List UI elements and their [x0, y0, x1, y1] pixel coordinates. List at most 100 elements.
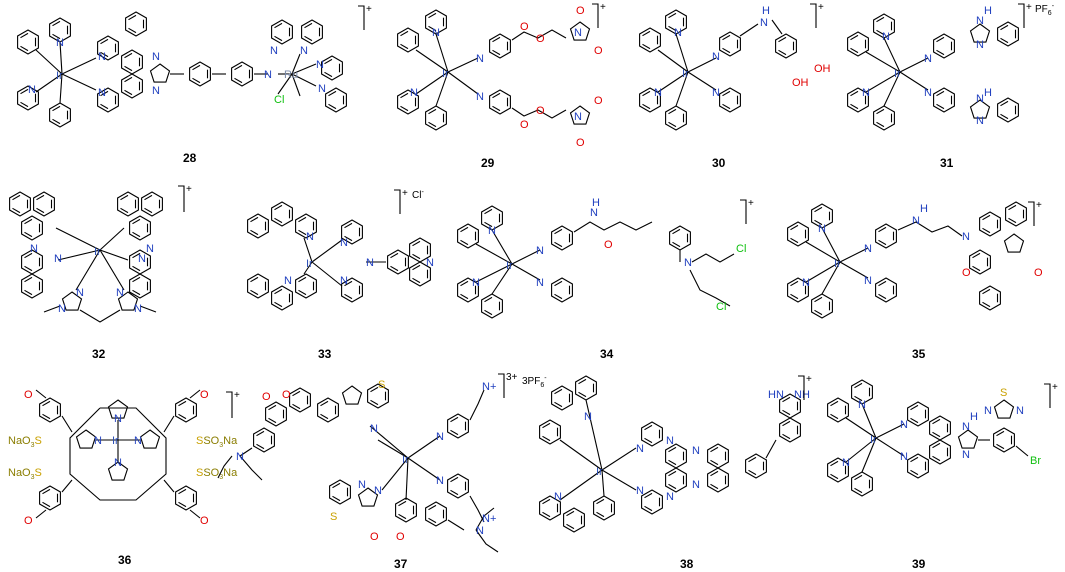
n-atom: N — [984, 405, 992, 417]
n-atom: N — [636, 443, 644, 455]
o-atom: O — [200, 515, 209, 527]
n-atom: N — [488, 225, 496, 237]
n-atom: N — [924, 87, 932, 99]
n-atom: N — [864, 243, 872, 255]
nh-n: N — [760, 17, 768, 29]
counterion: Cl- — [412, 189, 424, 201]
o-atom: O — [200, 389, 209, 401]
oh-group: OH — [814, 63, 831, 75]
o-atom: O — [262, 391, 271, 403]
counterion: PF6- — [1035, 3, 1055, 17]
charge: + — [1026, 2, 1032, 13]
sulfonate-group: SSO3Na — [196, 467, 238, 481]
ir-center: Ir — [596, 466, 603, 478]
cl-atom: Cl — [716, 301, 726, 313]
charge: + — [806, 374, 812, 385]
compound-label: 38 — [680, 557, 694, 571]
s-atom: S — [1000, 387, 1007, 399]
ir-center: Ir — [402, 454, 409, 466]
n-atom: N — [712, 51, 720, 63]
compound-36: N N N N Ir O O O O NaO3S SSO3Na NaO3S SS… — [8, 389, 240, 567]
n-atom: N — [340, 237, 348, 249]
compound-label: 32 — [92, 347, 106, 361]
n-atom: N — [152, 51, 160, 63]
n-atom: N — [684, 257, 692, 269]
n-atom: N — [284, 275, 292, 287]
compound-37: S N O O N Ir N N N N N+ N+ S N O O 3+ 3P… — [217, 372, 547, 571]
n-atom: N — [98, 87, 106, 99]
n-atom: N — [30, 243, 38, 255]
compound-33: N N Ir N N N N + Cl- 33 — [247, 188, 434, 361]
compound-30: N N Ir N N H N OH OH + 30 — [639, 2, 831, 170]
n-atom: N — [316, 59, 324, 71]
n-atom: N — [962, 449, 970, 461]
n-atom: N — [666, 491, 674, 503]
n-atom: N — [692, 445, 700, 457]
ir-center: Ir — [506, 260, 513, 272]
compound-label: 31 — [940, 156, 954, 170]
o-atom: O — [396, 531, 405, 543]
sulfonate-group: SSO3Na — [196, 435, 238, 449]
nh-n: N — [912, 215, 920, 227]
n-atom: N — [666, 435, 674, 447]
s-atom: S — [378, 379, 385, 391]
nh-h: H — [768, 389, 776, 401]
ir-center: Ir — [834, 258, 841, 270]
n-atom: N — [152, 85, 160, 97]
ru-center: Ru — [284, 69, 298, 81]
compound-32: N N N N Ir N N N N + 32 — [9, 184, 192, 361]
ir-center: Ir — [870, 434, 877, 446]
n-atom: N — [56, 37, 64, 49]
n-atom: N — [436, 431, 444, 443]
n-atom: N — [976, 115, 984, 127]
n-atom: N — [94, 435, 102, 447]
quaternary-n: N+ — [482, 381, 496, 393]
nh-h: H — [984, 87, 992, 99]
n-atom: N — [692, 479, 700, 491]
n-atom: N — [862, 87, 870, 99]
o-atom: O — [576, 5, 585, 17]
o-atom: O — [576, 137, 585, 149]
nh-n: N — [962, 421, 970, 433]
n-atom: N — [536, 277, 544, 289]
n-atom: N — [270, 45, 278, 57]
n-atom: N — [114, 457, 122, 469]
cl-atom: Cl — [274, 94, 284, 106]
n-atom: N — [318, 83, 326, 95]
o-atom: O — [24, 389, 33, 401]
n-atom: N — [236, 451, 244, 463]
compound-label: 34 — [600, 347, 614, 361]
n-atom: N — [138, 253, 146, 265]
n-atom: N — [370, 423, 378, 435]
nh-h: H — [592, 197, 600, 209]
nh-h: H — [970, 411, 978, 423]
nh-n: N — [776, 389, 784, 401]
n-atom: N — [146, 243, 154, 255]
n-atom: N — [436, 475, 444, 487]
n-atom: N — [410, 87, 418, 99]
cl-atom: Cl — [736, 243, 746, 255]
compound-35: N N Ir N N H N N O O + 35 — [787, 200, 1043, 361]
nh-h: H — [920, 203, 928, 215]
n-atom: N — [674, 27, 682, 39]
n-atom: N — [98, 51, 106, 63]
charge: + — [366, 4, 372, 15]
n-atom: N — [476, 525, 484, 537]
quaternary-n: N+ — [482, 513, 496, 525]
n-atom: N — [54, 253, 62, 265]
n-atom: N — [300, 45, 308, 57]
n-atom: N — [264, 69, 272, 81]
nh-h: H — [762, 5, 770, 17]
compound-label: 28 — [183, 151, 197, 165]
n-atom: N — [134, 435, 142, 447]
nh-h: H — [802, 389, 810, 401]
nh-h: H — [984, 5, 992, 17]
charge: + — [234, 390, 240, 401]
n-atom: N — [432, 27, 440, 39]
n-atom: N — [858, 399, 866, 411]
n-atom: N — [340, 275, 348, 287]
n-atom: N — [654, 87, 662, 99]
ir-center: Ir — [306, 258, 313, 270]
o-atom: O — [604, 239, 613, 251]
n-atom: N — [374, 485, 382, 497]
